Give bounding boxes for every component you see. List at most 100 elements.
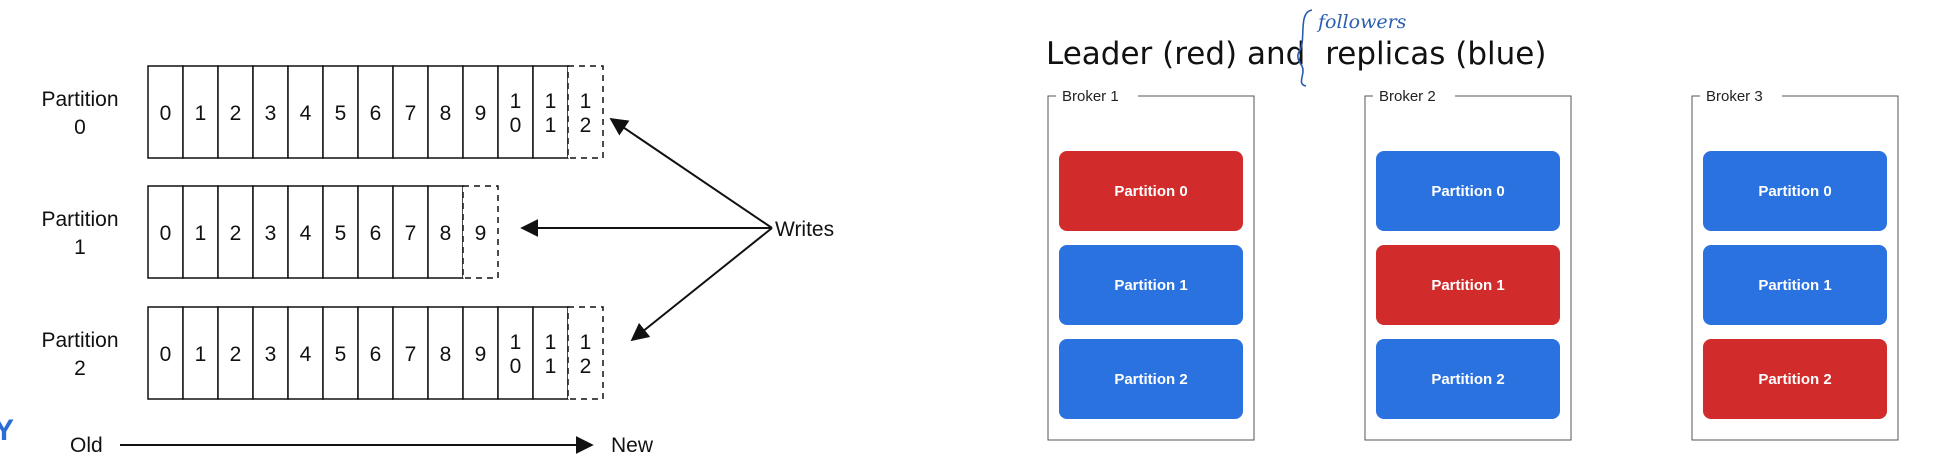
heading: Leader (red) and replicas (blue) — [1046, 36, 1546, 72]
partition-box-label: Partition 2 — [1758, 371, 1831, 388]
broker-title-background — [1056, 87, 1138, 105]
partition-number: 0 — [74, 116, 86, 139]
log-cell — [462, 65, 499, 159]
replica-partition-box — [1376, 151, 1560, 231]
broker-title: Broker 3 — [1706, 88, 1763, 105]
partition-box-label: Partition 0 — [1114, 183, 1187, 200]
log-cell — [322, 65, 359, 159]
log-offset: 1 — [195, 343, 207, 366]
log-cell — [357, 185, 394, 279]
replica-partition-box — [1059, 339, 1243, 419]
broker-title-background — [1700, 87, 1782, 105]
next-write-cell — [462, 185, 499, 279]
next-offset: 9 — [475, 222, 487, 245]
next-write-cell — [567, 306, 604, 400]
write-arrow-partition-0 — [609, 117, 773, 229]
broker-3: Broker 3 Partition 0 Partition 1 Partition … — [1691, 87, 1899, 441]
log-offset: 1 — [195, 102, 207, 125]
log-cell — [392, 306, 429, 400]
log-offset: 0 — [160, 102, 172, 125]
log-cell — [182, 185, 219, 279]
log-cell — [392, 185, 429, 279]
log-cell — [217, 306, 254, 400]
log-offset: 4 — [300, 343, 312, 366]
leader-partition-box — [1059, 151, 1243, 231]
partition-box-label: Partition 1 — [1758, 277, 1831, 294]
broker-diagram: Leader (red) and replicas (blue) followe… — [1046, 9, 1899, 441]
log-offset: 6 — [370, 102, 382, 125]
log-offset: 8 — [440, 102, 452, 125]
partition-label: Partition — [41, 208, 118, 231]
log-cell — [497, 306, 534, 400]
leader-partition-box — [1703, 339, 1887, 419]
log-cell — [182, 65, 219, 159]
log-cell — [287, 185, 324, 279]
log-offset: 2 — [230, 222, 242, 245]
new-label: New — [611, 434, 654, 457]
partition-number: 1 — [74, 236, 86, 259]
write-arrow-partition-2 — [630, 227, 773, 342]
handwritten-annotation: followers — [1316, 11, 1407, 33]
log-cell — [427, 306, 464, 400]
log-offset: 6 — [370, 222, 382, 245]
log-cell — [147, 306, 184, 400]
writes-label: Writes — [775, 218, 834, 241]
leader-partition-box — [1376, 245, 1560, 325]
log-offset: 0 — [160, 222, 172, 245]
handwritten-brace — [1297, 9, 1313, 87]
broker-frame — [1364, 95, 1572, 441]
broker-frame — [1691, 95, 1899, 441]
partition-label: Partition — [41, 329, 118, 352]
log-cell — [252, 306, 289, 400]
log-cell — [532, 65, 569, 159]
log-cell — [252, 185, 289, 279]
partition-label: Partition — [41, 88, 118, 111]
log-cell — [322, 185, 359, 279]
log-offset: 4 — [300, 102, 312, 125]
log-cell — [357, 306, 394, 400]
partition-box-label: Partition 0 — [1431, 183, 1504, 200]
log-cell — [427, 185, 464, 279]
log-offset: 9 — [475, 102, 487, 125]
partition-number: 2 — [74, 357, 86, 380]
log-offset: 6 — [370, 343, 382, 366]
log-cell — [287, 65, 324, 159]
log-offset: 7 — [405, 102, 417, 125]
partition-box-label: Partition 0 — [1758, 183, 1831, 200]
log-offset: 9 — [475, 343, 487, 366]
partition-box-label: Partition 2 — [1114, 371, 1187, 388]
log-cell — [427, 65, 464, 159]
replica-partition-box — [1059, 245, 1243, 325]
log-offset: 4 — [300, 222, 312, 245]
log-cell — [392, 65, 429, 159]
log-offset: 3 — [265, 343, 277, 366]
log-offset: 7 — [405, 343, 417, 366]
log-offset: 3 — [265, 102, 277, 125]
broker-title: Broker 2 — [1379, 88, 1436, 105]
log-offset: 5 — [335, 222, 347, 245]
partition-box-label: Partition 1 — [1114, 277, 1187, 294]
next-write-cell — [567, 65, 604, 159]
log-offset: 5 — [335, 343, 347, 366]
log-cell — [217, 65, 254, 159]
replica-partition-box — [1703, 151, 1887, 231]
log-offset: 7 — [405, 222, 417, 245]
log-cell — [147, 65, 184, 159]
heading-leader-part: Leader (red) and — [1046, 36, 1315, 72]
heading-replicas-part: replicas (blue) — [1325, 36, 1546, 72]
log-offset: 0 — [160, 343, 172, 366]
broker-title-background — [1373, 87, 1455, 105]
old-new-axis: Old New — [70, 434, 654, 457]
old-label: Old — [70, 434, 103, 457]
